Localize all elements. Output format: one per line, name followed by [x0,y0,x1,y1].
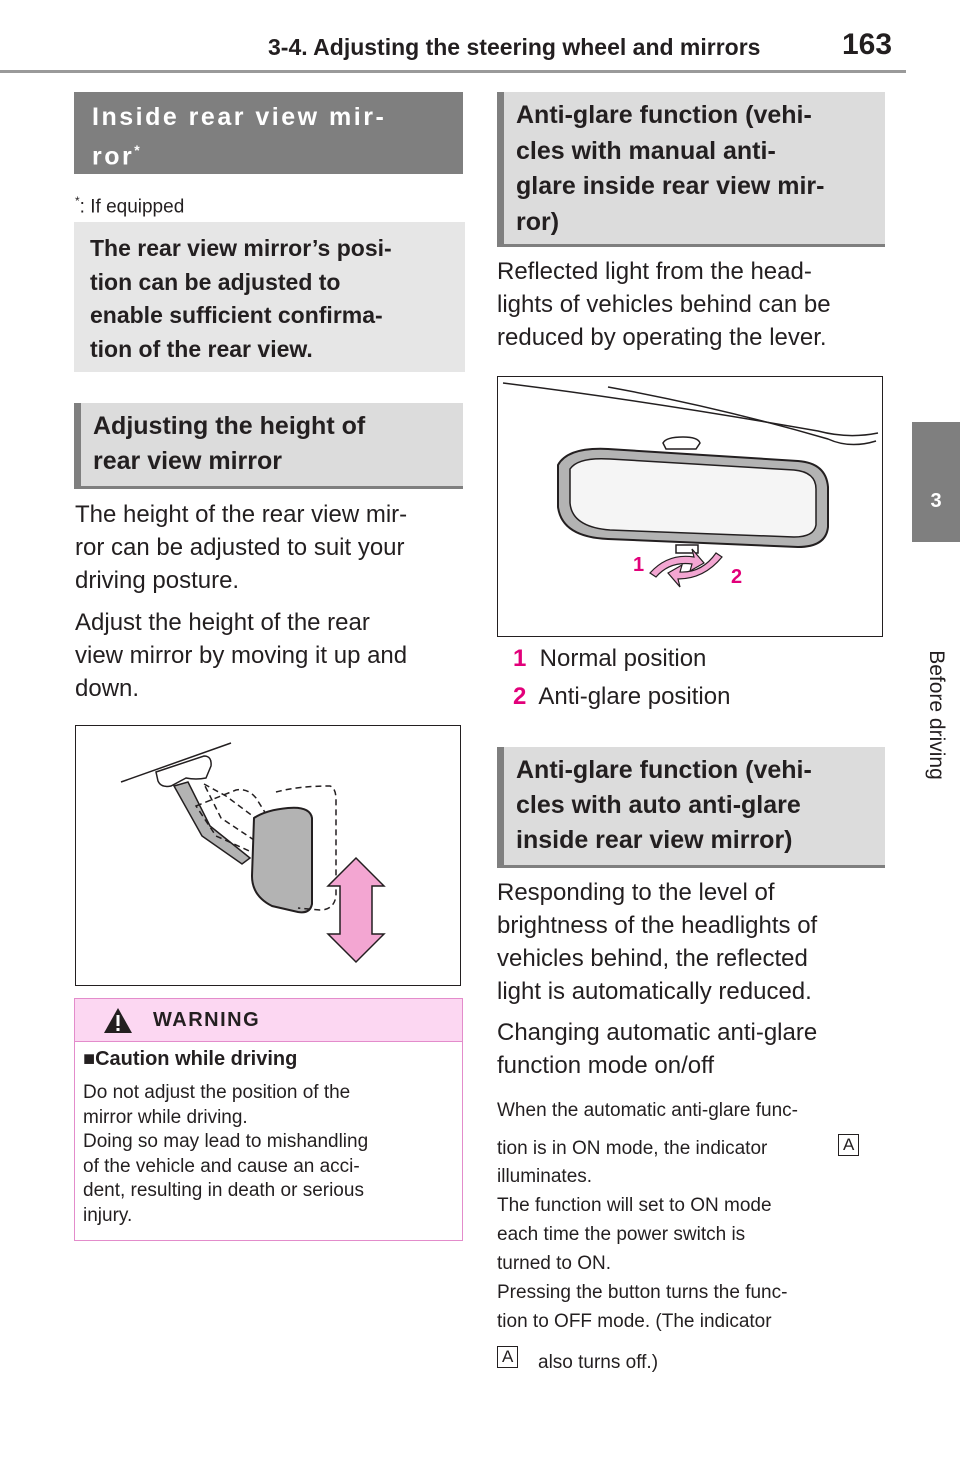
warning-line: Do not adjust the position of the [83,1082,351,1103]
figure-label-2: 2 [731,566,742,588]
section-title-line-2: ror* [92,142,140,171]
lead-summary: The rear view mirror’s posi- tion can be… [74,222,465,372]
text-line: vehicles behind, the reflected [497,945,808,972]
text-line: turned to ON. [497,1253,612,1274]
change-mode-heading: Changing automatic anti-glare function m… [497,1016,817,1082]
section-title: Inside rear view mir- ror* [74,92,463,174]
footnote-text: : If equipped [79,196,185,218]
figure-anti-glare-lever: 1 2 [497,376,883,637]
chapter-label-text: Before driving [925,650,948,780]
warning-box: WARNING ■Caution while driving Do not ad… [74,998,463,1241]
heading-line: cles with auto anti-glare [516,791,801,819]
text-line: view mirror by moving it up and [75,642,408,669]
lead-line: tion can be adjusted to [90,268,341,295]
detail-last-line: also turns off.) [538,1352,659,1373]
text-line: down. [75,675,140,702]
text-line: brightness of the headlights of [497,912,818,939]
heading-line: rear view mirror [93,447,282,475]
chapter-tab: 3 [912,422,960,542]
heading-manual-anti-glare: Anti-glare function (vehi- cles with man… [497,92,885,247]
text-line: Adjust the height of the rear [75,609,370,636]
heading-line: cles with manual anti- [516,136,776,165]
text-line: ror can be adjusted to suit your [75,534,405,561]
page-number: 163 [842,28,893,61]
figure-mirror-height [75,725,461,986]
text-line: light is automatically reduced. [497,978,812,1005]
legend-number: 1 [513,645,527,672]
footnote: *: If equipped [75,194,184,218]
section-title-mark: * [134,142,140,158]
text-line: each time the power switch is [497,1224,746,1245]
warning-line: of the vehicle and cause an acci- [83,1155,360,1177]
height-paragraph-2: Adjust the height of the rear view mirro… [75,606,407,705]
anti-glare-lever-illustration: 1 2 [502,382,879,588]
warning-line: dent, resulting in death or serious [83,1180,364,1201]
text-line: Pressing the button turns the func- [497,1282,788,1303]
page-header-title: 3-4. Adjusting the steering wheel and mi… [268,34,761,60]
heading-adjust-height: Adjusting the height of rear view mirror [74,403,463,489]
warning-title: WARNING [153,1009,261,1031]
warning-line: injury. [83,1204,133,1226]
warning-header: WARNING [75,999,462,1042]
text-line: The function will set to ON mode [497,1195,772,1216]
warning-bullet: ■ [83,1048,96,1070]
text-line: The height of the rear view mir- [75,501,408,528]
legend-item: 2 Anti-glare position [513,683,730,711]
text-line: lights of vehicles behind can be [497,291,831,318]
header-rule [0,70,906,73]
detail-line-1: When the automatic anti-glare func- [497,1100,798,1121]
text-line: reduced by operating the lever. [497,324,827,351]
legend-number: 2 [513,683,527,710]
footnote-mark: * [75,194,80,208]
indicator-badge: A [838,1134,860,1156]
legend-text: Anti-glare position [538,683,731,710]
lead-line: The rear view mirror’s posi- [90,235,392,261]
warning-body: Do not adjust the position of the mirror… [83,1081,459,1228]
warning-triangle-icon [104,1008,132,1033]
height-paragraph-1: The height of the rear view mir- ror can… [75,498,407,597]
lead-line: enable sufficient confirma- [90,302,383,328]
figure-label-1: 1 [633,554,644,576]
mirror-height-illustration [120,742,386,964]
heading-line: inside rear view mirror) [516,826,793,854]
text-line: tion to OFF mode. (The indicator [497,1311,772,1332]
text-line: function mode on/off [497,1052,715,1079]
manual-paragraph: Reflected light from the head- lights of… [497,255,831,354]
legend-item: 1 Normal position [513,645,706,673]
lead-line: tion of the rear view. [90,335,313,362]
heading-line: ror) [516,207,560,236]
heading-line: glare inside rear view mir- [516,172,825,200]
warning-line: mirror while driving. [83,1106,248,1128]
text-line: Reflected light from the head- [497,258,812,285]
text-line: driving posture. [75,567,240,594]
warning-subtitle: ■Caution while driving [83,1048,298,1070]
section-title-line-1: Inside rear view mir- [92,103,387,131]
heading-line: Anti-glare function (vehi- [516,101,812,129]
heading-line: Adjusting the height of [93,412,366,440]
text-line: Responding to the level of [497,879,775,906]
legend-text: Normal position [539,645,707,672]
text-line: Changing automatic anti-glare [497,1019,818,1046]
detail-line-2: tion is in ON mode, the indicator [497,1138,768,1159]
text-line: illuminates. [497,1166,593,1187]
auto-paragraph: Responding to the level of brightness of… [497,876,817,1008]
warning-line: Doing so may lead to mishandling [83,1131,369,1152]
chapter-tab-number: 3 [930,490,942,512]
heading-line: Anti-glare function (vehi- [516,756,812,784]
detail-paragraph: illuminates. The function will set to ON… [497,1162,787,1336]
indicator-badge: A [497,1346,519,1368]
heading-auto-anti-glare: Anti-glare function (vehi- cles with aut… [497,747,885,868]
